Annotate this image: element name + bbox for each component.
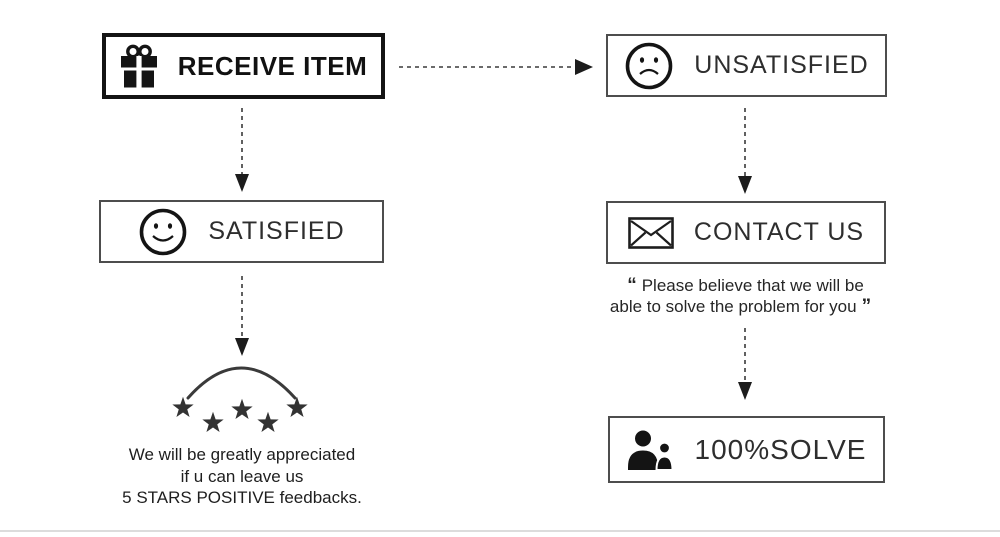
- open-quote-mark: “: [627, 275, 637, 296]
- star-icon: [286, 396, 308, 418]
- star-icon: [172, 396, 194, 418]
- contact-us-label: CONTACT US: [693, 218, 865, 246]
- feedback-note-line-2: if u can leave us: [180, 466, 304, 486]
- arrow-quote-to-solve: [738, 328, 752, 400]
- node-solve: 100%SOLVE: [608, 416, 885, 483]
- quote-text-1: Please believe that we will be: [641, 276, 864, 295]
- people-icon: [627, 430, 674, 471]
- feedback-note-line-1: We will be greatly appreciated: [128, 445, 356, 464]
- node-contact-us: CONTACT US: [606, 201, 886, 264]
- node-receive-item: RECEIVE ITEM: [102, 33, 385, 99]
- close-quote-mark: ”: [861, 296, 872, 317]
- quote-text-2: able to solve the problem for you: [609, 297, 857, 316]
- bottom-divider-line: [0, 530, 1000, 532]
- reassurance-quote: “Please believe that we will be able to …: [588, 275, 898, 317]
- receive-item-label: RECEIVE ITEM: [177, 50, 368, 81]
- star-icon: [202, 411, 224, 433]
- node-satisfied: SATISFIED: [99, 200, 384, 263]
- arrow-satisfied-to-stars: [235, 276, 249, 356]
- feedback-note: We will be greatly appreciated if u can …: [109, 444, 375, 509]
- sad-face-icon: [625, 42, 673, 89]
- arc-line: [186, 366, 297, 400]
- feedback-note-line-3: 5 STARS POSITIVE feedbacks.: [122, 488, 362, 507]
- five-stars-arc-graphic: [172, 366, 308, 433]
- node-unsatisfied: UNSATISFIED: [606, 34, 887, 97]
- star-icon: [257, 411, 279, 433]
- arrow-receive-to-satisfied: [235, 108, 249, 192]
- envelope-icon: [628, 216, 674, 249]
- arrow-unsatisfied-to-contact: [738, 108, 752, 194]
- satisfied-label: SATISFIED: [208, 217, 345, 245]
- smiley-face-icon: [140, 208, 187, 255]
- unsatisfied-label: UNSATISFIED: [694, 51, 869, 79]
- quote-line-1: “Please believe that we will be: [588, 275, 898, 296]
- quote-line-2: able to solve the problem for you”: [588, 296, 898, 317]
- arrow-receive-to-unsatisfied: [399, 59, 593, 75]
- gift-icon: [120, 44, 157, 88]
- star-icon: [231, 398, 253, 420]
- solve-label: 100%SOLVE: [694, 433, 867, 465]
